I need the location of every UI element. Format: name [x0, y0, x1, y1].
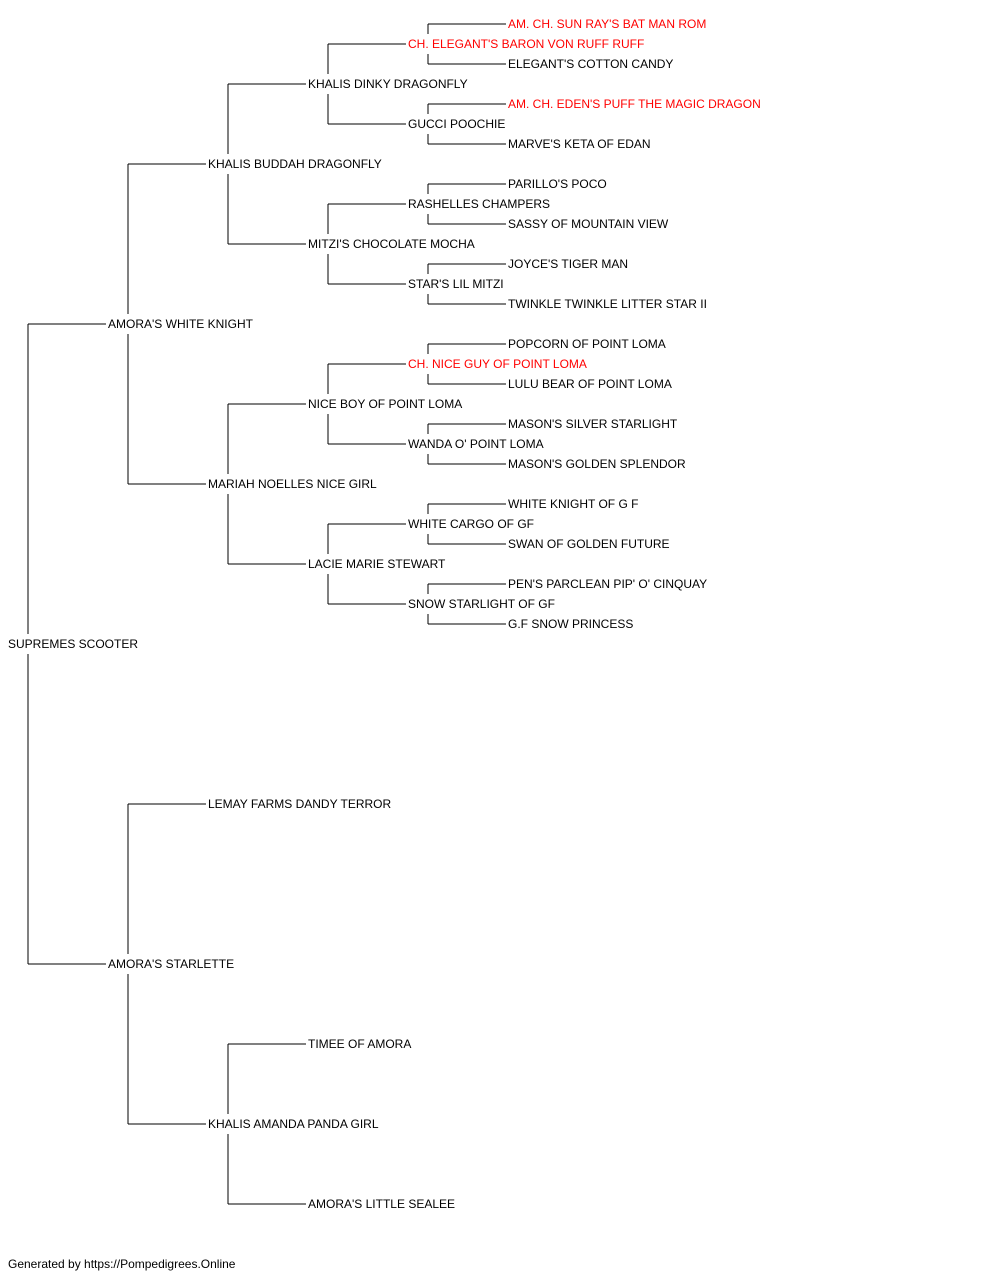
dog-name-am-ch-sun-ray-s-bat-man-rom[interactable]: AM. CH. SUN RAY'S BAT MAN ROM	[508, 17, 706, 31]
dog-name-joyce-s-tiger-man[interactable]: JOYCE'S TIGER MAN	[508, 257, 628, 271]
dog-name-pen-s-parclean-pip-o-cinquay[interactable]: PEN'S PARCLEAN PIP' O' CINQUAY	[508, 577, 707, 591]
dog-name-elegant-s-cotton-candy[interactable]: ELEGANT'S COTTON CANDY	[508, 57, 673, 71]
dog-name-parillo-s-poco[interactable]: PARILLO'S POCO	[508, 177, 607, 191]
dog-name-g-f-snow-princess[interactable]: G.F SNOW PRINCESS	[508, 617, 633, 631]
dog-name-rashelles-champers[interactable]: RASHELLES CHAMPERS	[408, 197, 550, 211]
dog-name-timee-of-amora[interactable]: TIMEE OF AMORA	[308, 1037, 411, 1051]
dog-name-amora-s-starlette[interactable]: AMORA'S STARLETTE	[108, 957, 234, 971]
dog-name-ch-nice-guy-of-point-loma[interactable]: CH. NICE GUY OF POINT LOMA	[408, 357, 587, 371]
dog-name-lemay-farms-dandy-terror[interactable]: LEMAY FARMS DANDY TERROR	[208, 797, 391, 811]
dog-name-mariah-noelles-nice-girl[interactable]: MARIAH NOELLES NICE GIRL	[208, 477, 377, 491]
dog-name-white-knight-of-g-f[interactable]: WHITE KNIGHT OF G F	[508, 497, 638, 511]
dog-name-nice-boy-of-point-loma[interactable]: NICE BOY OF POINT LOMA	[308, 397, 462, 411]
dog-name-am-ch-eden-s-puff-the-magic-dragon[interactable]: AM. CH. EDEN'S PUFF THE MAGIC DRAGON	[508, 97, 761, 111]
dog-name-supremes-scooter[interactable]: SUPREMES SCOOTER	[8, 637, 138, 651]
dog-name-mason-s-golden-splendor[interactable]: MASON'S GOLDEN SPLENDOR	[508, 457, 686, 471]
dog-name-popcorn-of-point-loma[interactable]: POPCORN OF POINT LOMA	[508, 337, 666, 351]
dog-name-mitzi-s-chocolate-mocha[interactable]: MITZI'S CHOCOLATE MOCHA	[308, 237, 475, 251]
dog-name-marve-s-keta-of-edan[interactable]: MARVE'S KETA OF EDAN	[508, 137, 651, 151]
dog-name-white-cargo-of-gf[interactable]: WHITE CARGO OF GF	[408, 517, 534, 531]
dog-name-amora-s-little-sealee[interactable]: AMORA'S LITTLE SEALEE	[308, 1197, 455, 1211]
dog-name-swan-of-golden-future[interactable]: SWAN OF GOLDEN FUTURE	[508, 537, 670, 551]
dog-name-lacie-marie-stewart[interactable]: LACIE MARIE STEWART	[308, 557, 446, 571]
dog-name-ch-elegant-s-baron-von-ruff-ruff[interactable]: CH. ELEGANT'S BARON VON RUFF RUFF	[408, 37, 644, 51]
dog-name-snow-starlight-of-gf[interactable]: SNOW STARLIGHT OF GF	[408, 597, 555, 611]
dog-name-khalis-buddah-dragonfly[interactable]: KHALIS BUDDAH DRAGONFLY	[208, 157, 382, 171]
dog-name-khalis-dinky-dragonfly[interactable]: KHALIS DINKY DRAGONFLY	[308, 77, 468, 91]
dog-name-twinkle-twinkle-litter-star-ii[interactable]: TWINKLE TWINKLE LITTER STAR II	[508, 297, 707, 311]
dog-name-mason-s-silver-starlight[interactable]: MASON'S SILVER STARLIGHT	[508, 417, 678, 431]
dog-name-amora-s-white-knight[interactable]: AMORA'S WHITE KNIGHT	[108, 317, 254, 331]
dog-name-star-s-lil-mitzi[interactable]: STAR'S LIL MITZI	[408, 277, 504, 291]
dog-name-sassy-of-mountain-view[interactable]: SASSY OF MOUNTAIN VIEW	[508, 217, 669, 231]
dog-name-gucci-poochie[interactable]: GUCCI POOCHIE	[408, 117, 505, 131]
dog-name-khalis-amanda-panda-girl[interactable]: KHALIS AMANDA PANDA GIRL	[208, 1117, 379, 1131]
generated-by-footer: Generated by https://Pompedigrees.Online	[8, 1257, 236, 1271]
dog-name-wanda-o-point-loma[interactable]: WANDA O' POINT LOMA	[408, 437, 544, 451]
dog-name-lulu-bear-of-point-loma[interactable]: LULU BEAR OF POINT LOMA	[508, 377, 672, 391]
